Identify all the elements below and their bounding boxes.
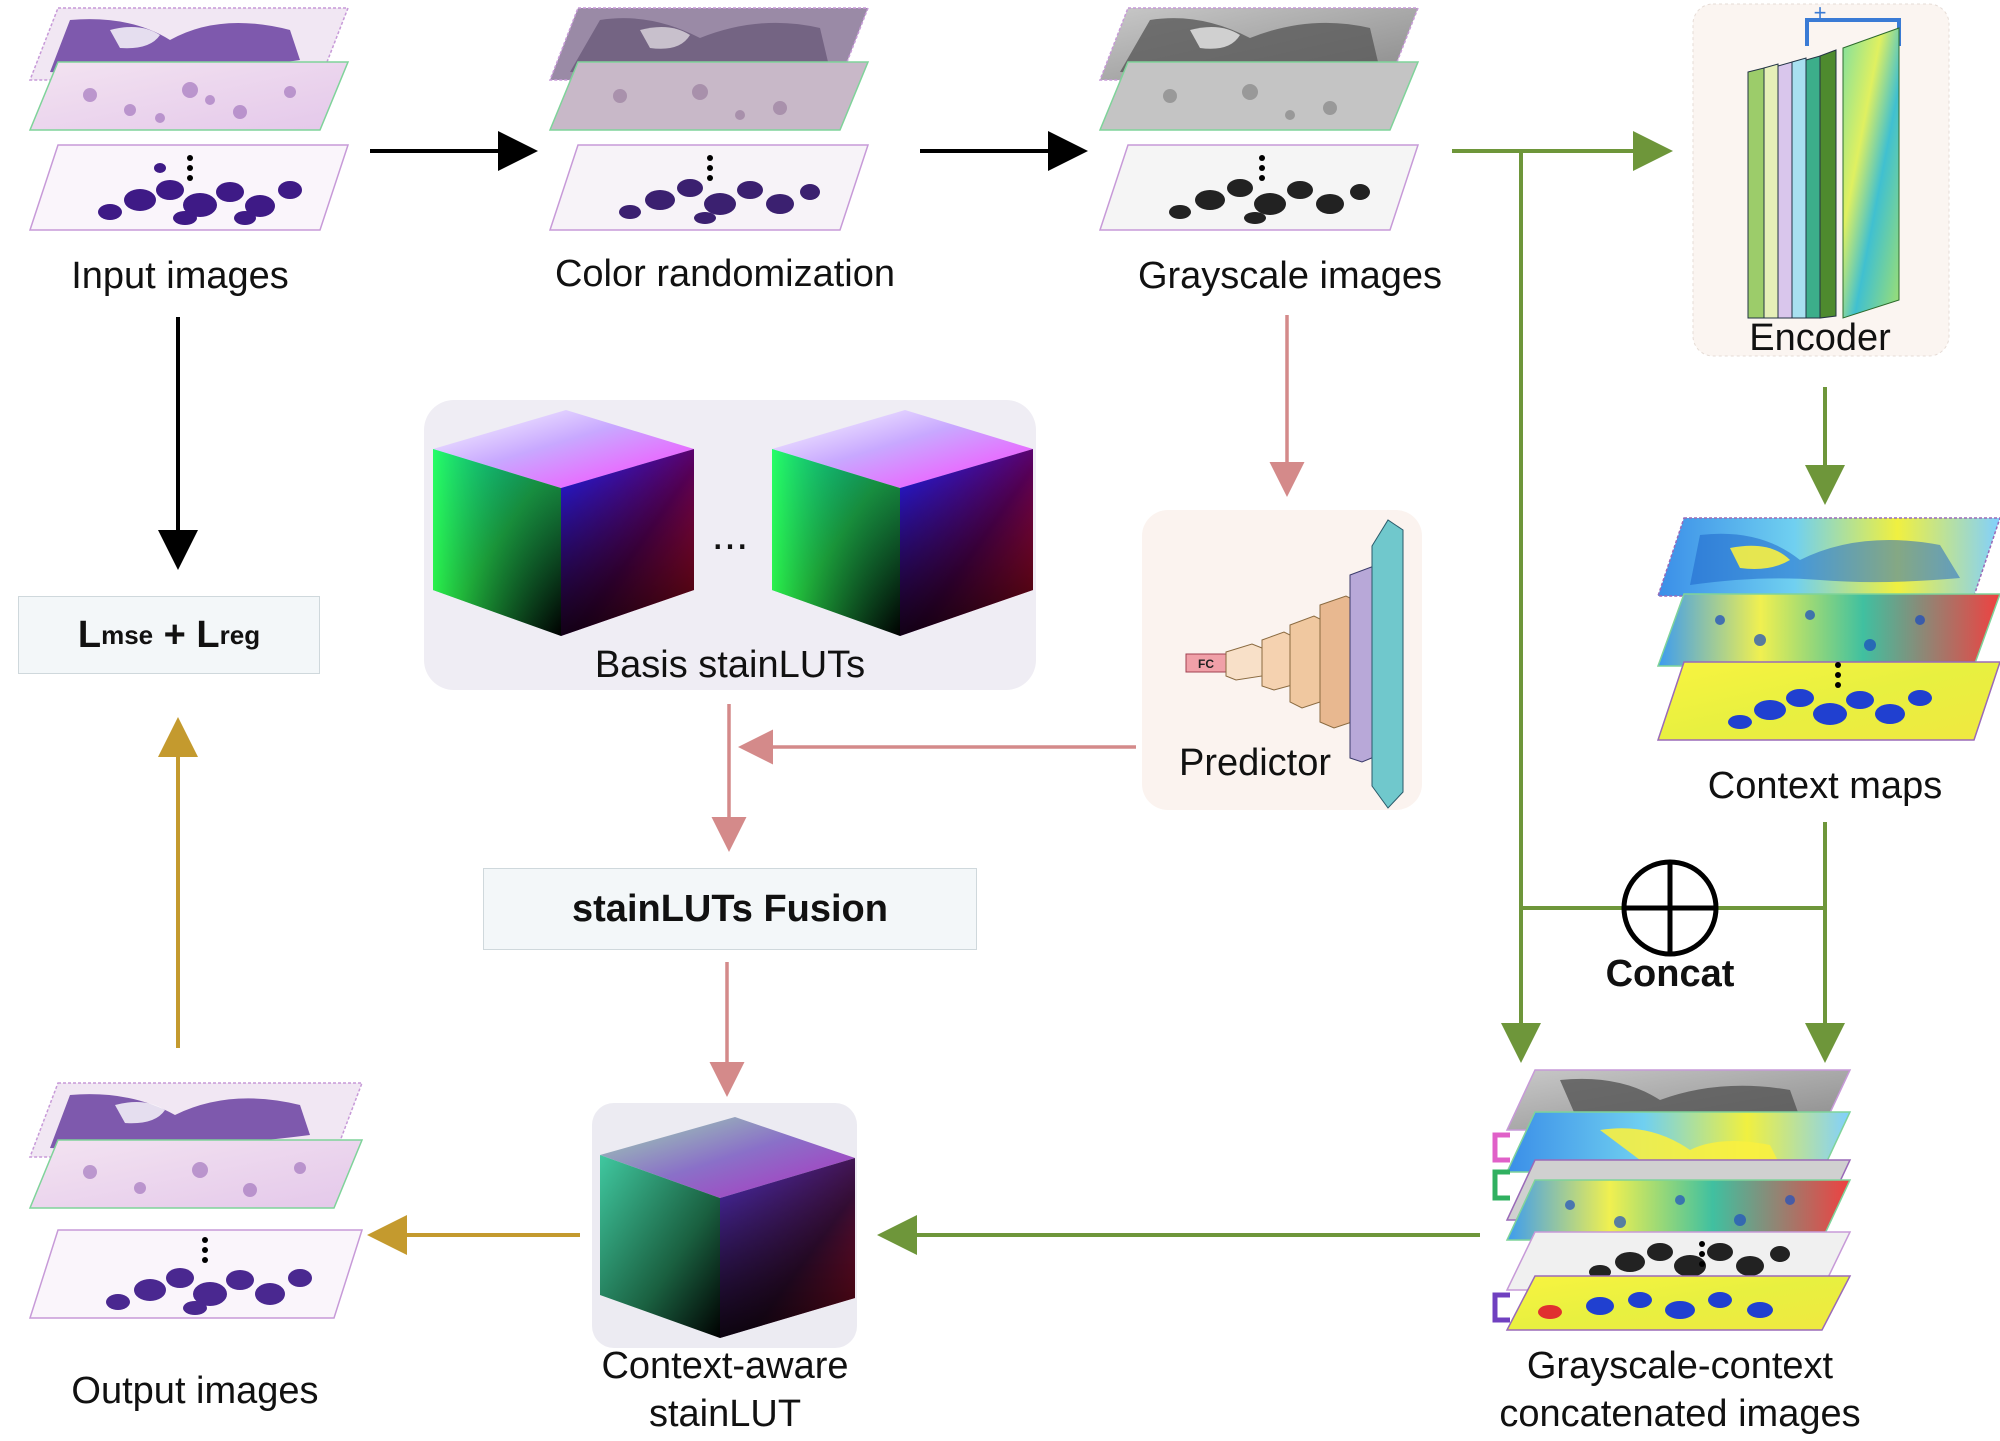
grayscale-images-label: Grayscale images bbox=[1137, 255, 1443, 297]
output-images-label: Output images bbox=[71, 1370, 319, 1412]
input-images-stack bbox=[28, 7, 350, 231]
grayscale-context-label-line1: Grayscale-context bbox=[1526, 1345, 1834, 1387]
color-randomization-stack bbox=[548, 7, 870, 231]
stainluts-fusion-box: stainLUTs Fusion bbox=[483, 868, 977, 950]
context-maps-stack bbox=[1656, 517, 2000, 741]
loss-l-mse: L bbox=[77, 613, 102, 656]
loss-plus-l: + L bbox=[153, 613, 220, 656]
basis-stainluts-label: Basis stainLUTs bbox=[594, 644, 866, 686]
encoder-block bbox=[1747, 18, 1901, 319]
grayscale-images-stack bbox=[1098, 7, 1420, 231]
plus-sign: + bbox=[1813, 0, 1827, 25]
concat-operator-icon bbox=[1621, 859, 1719, 957]
predictor-network: FC bbox=[1185, 519, 1404, 809]
concatenated-images-stack bbox=[1492, 1069, 1852, 1331]
basis-ellipsis: ... bbox=[711, 510, 749, 559]
basis-cube-2 bbox=[772, 410, 1033, 636]
basis-cube-1 bbox=[433, 410, 694, 636]
output-images-stack bbox=[28, 1082, 364, 1319]
context-aware-cube bbox=[600, 1117, 855, 1338]
grayscale-context-label-line2: concatenated images bbox=[1499, 1393, 1861, 1435]
encoder-label: Encoder bbox=[1749, 317, 1891, 359]
input-images-label: Input images bbox=[71, 255, 289, 297]
context-maps-label: Context maps bbox=[1707, 765, 1943, 807]
context-aware-label-line1: Context-aware bbox=[601, 1345, 849, 1387]
concat-label: Concat bbox=[1605, 953, 1735, 995]
context-aware-label-line2: stainLUT bbox=[648, 1393, 802, 1435]
fc-label: FC bbox=[1198, 657, 1214, 671]
predictor-label: Predictor bbox=[1178, 742, 1332, 784]
loss-mse-subscript: mse bbox=[101, 619, 154, 650]
loss-reg-subscript: reg bbox=[219, 619, 261, 650]
color-randomization-label: Color randomization bbox=[554, 253, 896, 295]
